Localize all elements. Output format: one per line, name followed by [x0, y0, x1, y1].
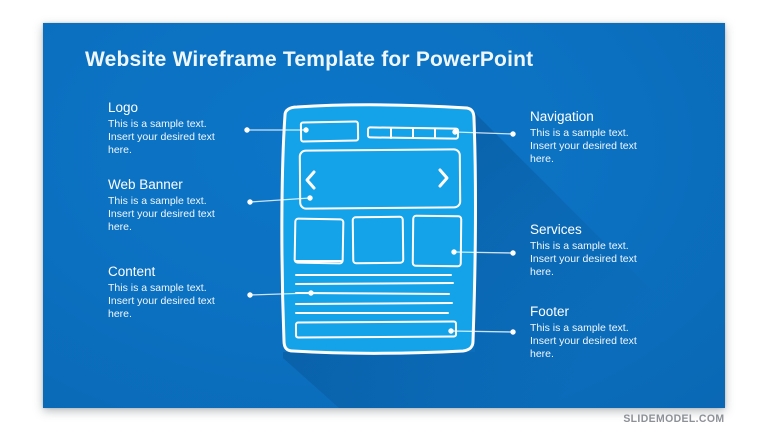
slide-canvas: Website Wireframe Template for PowerPoin…	[43, 23, 725, 408]
callout-body: This is a sample text. Insert your desir…	[530, 322, 637, 360]
callout-heading: Logo	[108, 100, 139, 115]
callout-body: This is a sample text. Insert your desir…	[108, 118, 215, 156]
content-text-line	[295, 302, 453, 305]
callout-body: This is a sample text. Insert your desir…	[530, 240, 637, 278]
callout-footer: Footer This is a sample text. Insert you…	[530, 304, 654, 361]
callout-web-banner: Web Banner This is a sample text. Insert…	[108, 177, 232, 234]
callout-line-navigation	[454, 131, 514, 135]
callout-line-services	[453, 251, 514, 254]
wireframe-logo-box	[299, 120, 360, 143]
chevron-left-icon	[305, 170, 316, 190]
callout-content: Content This is a sample text. Insert yo…	[108, 264, 232, 321]
callout-dot	[308, 290, 314, 296]
callout-dot	[510, 131, 516, 137]
callout-body: This is a sample text. Insert your desir…	[108, 195, 215, 233]
slide-title: Website Wireframe Template for PowerPoin…	[85, 48, 534, 71]
content-text-line	[295, 292, 450, 295]
wireframe-page	[280, 103, 477, 355]
callout-heading: Web Banner	[108, 177, 183, 192]
watermark: SLIDEMODEL.COM	[622, 413, 724, 425]
callout-dot	[510, 250, 516, 256]
callout-heading: Footer	[530, 304, 570, 319]
callout-body: This is a sample text. Insert your desir…	[530, 127, 637, 165]
wireframe-footer-box	[294, 320, 458, 339]
wireframe-diagram	[244, 103, 725, 408]
callout-body: This is a sample text. Insert your desir…	[108, 282, 215, 320]
callout-lines	[247, 129, 514, 333]
callout-dot	[452, 129, 458, 135]
chevron-right-icon	[438, 168, 449, 188]
page-drop-shadow	[283, 113, 725, 408]
callout-heading: Services	[530, 222, 582, 237]
wireframe-banner-box	[298, 148, 462, 210]
callout-line-content	[249, 292, 312, 296]
callout-logo: Logo This is a sample text. Insert your …	[108, 100, 232, 157]
callout-line-footer	[450, 330, 514, 333]
callout-dot	[451, 249, 457, 255]
callout-heading: Content	[108, 264, 156, 279]
callout-dot	[244, 127, 250, 133]
wireframe-service-box-1	[293, 217, 345, 265]
callout-dots	[244, 127, 516, 335]
callout-navigation: Navigation This is a sample text. Insert…	[530, 109, 654, 166]
callout-line-web-banner	[249, 197, 311, 203]
callout-dot	[247, 292, 253, 298]
callout-dot	[307, 195, 313, 201]
callout-dot	[247, 199, 253, 205]
wireframe-service-box-2	[351, 215, 405, 265]
callout-dot	[303, 127, 309, 133]
callout-dot	[510, 329, 516, 335]
content-text-line	[295, 282, 454, 285]
callout-services: Services This is a sample text. Insert y…	[530, 222, 654, 279]
callout-heading: Navigation	[530, 109, 594, 124]
wireframe-service-box-3	[411, 214, 463, 268]
callout-dot	[448, 328, 454, 334]
